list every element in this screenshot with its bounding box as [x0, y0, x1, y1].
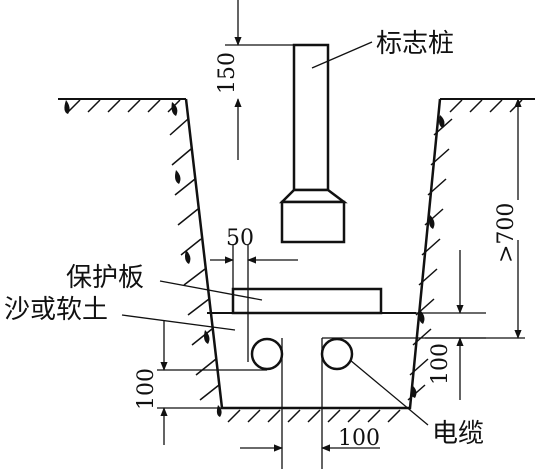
dim-post-height: [225, 0, 294, 160]
label-cable: 电缆: [432, 419, 484, 449]
dim-bed-depth-label: 100: [134, 368, 159, 410]
bottom-hatching: [227, 409, 401, 423]
label-marker-post: 标志桩: [376, 29, 454, 59]
trench-outline: [184, 98, 442, 410]
dim-depth-min-label: >700: [494, 203, 519, 263]
label-protection-board: 保护板: [66, 263, 144, 293]
dim-post-height-label: 150: [215, 52, 240, 94]
dim-board-overhang: [210, 245, 298, 362]
dim-cover-label: 100: [428, 343, 453, 385]
ground-hatching: [67, 99, 523, 113]
dim-board-overhang-label: 50: [226, 226, 254, 251]
cable-left: [250, 337, 284, 371]
dim-cable-spacing-label: 100: [338, 426, 380, 451]
protection-board: [231, 287, 383, 315]
soil-clumps: [64, 100, 445, 417]
dim-bed-depth: [157, 320, 267, 445]
leader-lines: [121, 41, 429, 426]
label-sand-or-soft-soil: 沙或软土: [4, 295, 108, 325]
dim-cover: [416, 250, 486, 400]
dim-depth-min: [322, 98, 525, 339]
marker-post: [278, 43, 348, 244]
wall-hatching: [169, 118, 453, 401]
cable-right: [320, 337, 354, 371]
dim-cable-spacing: [240, 338, 380, 469]
